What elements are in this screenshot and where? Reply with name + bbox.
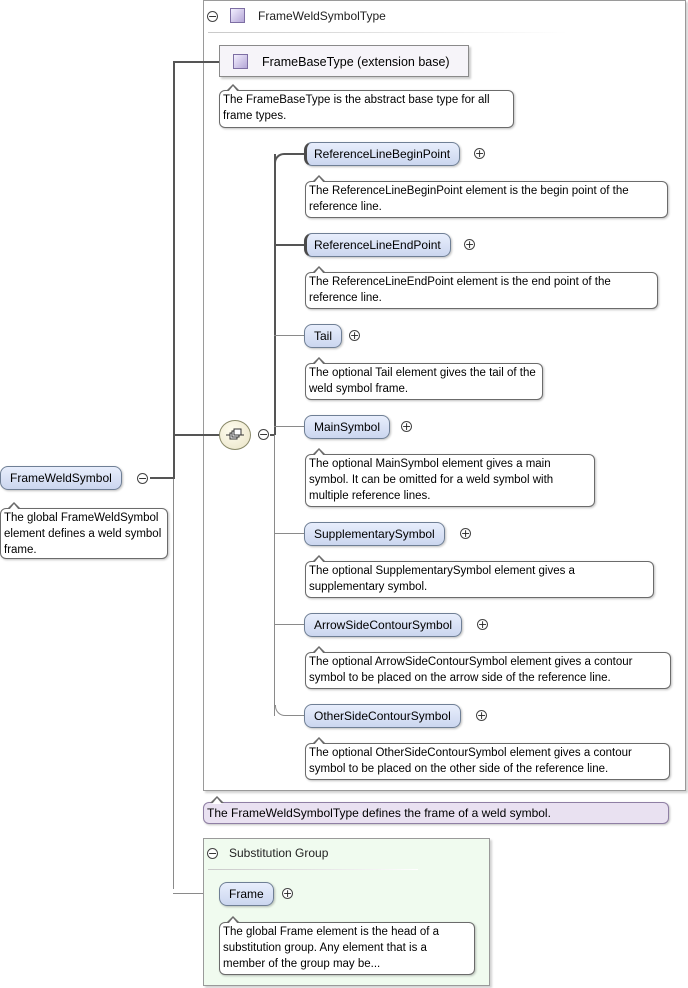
connector: [270, 434, 275, 436]
connector: [274, 533, 304, 534]
extension-base-label: FrameBaseType (extension base): [262, 55, 450, 69]
child-element-doc: The optional MainSymbol element gives a …: [305, 448, 595, 507]
expand-toggle[interactable]: +: [460, 527, 471, 540]
expand-toggle[interactable]: +: [349, 329, 360, 342]
expand-toggle[interactable]: +: [464, 238, 475, 251]
connector: [274, 244, 304, 246]
expand-toggle[interactable]: +: [282, 887, 293, 900]
complex-type-doc: The FrameWeldSymbolType defines the fram…: [203, 796, 669, 824]
connector: [274, 426, 304, 427]
child-element-doc: The ReferenceLineBeginPoint element is t…: [305, 175, 668, 218]
expand-toggle[interactable]: +: [401, 420, 412, 433]
connector: [274, 335, 304, 336]
substitution-group-title: Substitution Group: [229, 846, 329, 860]
child-element-node[interactable]: ArrowSideContourSymbol: [304, 613, 463, 637]
connector-corner: [274, 153, 304, 165]
connector: [274, 435, 275, 716]
complex-type-icon: [230, 8, 245, 23]
sequence-collapse-toggle[interactable]: −: [258, 428, 269, 441]
header-divider: [208, 869, 418, 870]
child-element-doc: The optional ArrowSideContourSymbol elem…: [305, 646, 671, 689]
child-element-doc: The optional Tail element gives the tail…: [305, 357, 543, 400]
root-element-doc: The global FrameWeldSymbol element defin…: [0, 502, 168, 559]
substitution-group-element-node[interactable]: Frame: [219, 882, 274, 906]
root-collapse-toggle[interactable]: −: [137, 472, 148, 485]
connector: [150, 477, 174, 479]
connector: [173, 434, 220, 436]
connector: [173, 61, 175, 479]
complex-type-title: FrameWeldSymbolType: [258, 9, 386, 23]
connector-corner: [275, 705, 304, 716]
expand-toggle[interactable]: +: [474, 147, 485, 160]
connector: [274, 154, 276, 435]
connector: [173, 61, 219, 63]
expand-toggle[interactable]: +: [476, 709, 487, 722]
child-element-node[interactable]: ReferenceLineEndPoint: [304, 233, 451, 257]
child-element-node[interactable]: SupplementarySymbol: [304, 522, 445, 546]
root-element-node[interactable]: FrameWeldSymbol: [0, 466, 122, 490]
header-divider: [208, 32, 568, 33]
child-element-node[interactable]: Tail: [304, 324, 343, 348]
extension-base-doc: The FrameBaseType is the abstract base t…: [219, 84, 514, 128]
expand-toggle[interactable]: +: [477, 618, 488, 631]
child-element-doc: The optional OtherSideContourSymbol elem…: [305, 737, 670, 780]
child-element-node[interactable]: OtherSideContourSymbol: [304, 704, 461, 728]
connector: [274, 624, 304, 625]
extension-base-box[interactable]: [219, 45, 469, 77]
child-element-node[interactable]: MainSymbol: [304, 415, 391, 439]
connector: [173, 479, 174, 889]
child-element-doc: The ReferenceLineEndPoint element is the…: [305, 266, 658, 309]
substitution-group-collapse-toggle[interactable]: −: [207, 847, 218, 860]
child-element-doc: The optional SupplementarySymbol element…: [305, 555, 654, 598]
connector: [173, 893, 219, 894]
type-collapse-toggle[interactable]: −: [207, 10, 218, 23]
sequence-compositor-icon[interactable]: [219, 420, 251, 450]
child-element-node[interactable]: ReferenceLineBeginPoint: [304, 142, 461, 166]
extension-base-icon: [233, 54, 248, 69]
substitution-group-element-doc: The global Frame element is the head of …: [219, 916, 475, 975]
